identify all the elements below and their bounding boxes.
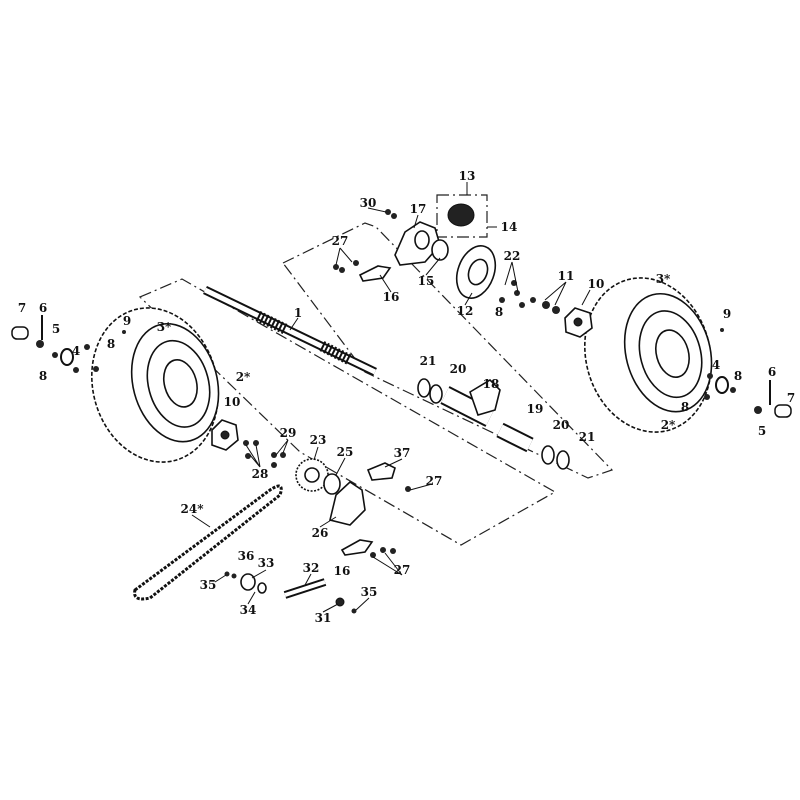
callout-21: 21 bbox=[579, 430, 596, 444]
callout-36: 36 bbox=[238, 549, 255, 563]
callout-27: 27 bbox=[332, 234, 349, 248]
callout-32: 32 bbox=[303, 561, 320, 575]
callout-26: 26 bbox=[312, 526, 329, 540]
axle-housing bbox=[440, 378, 534, 453]
callout-5: 5 bbox=[52, 322, 60, 336]
drive-chain bbox=[133, 484, 283, 601]
callout-24: 24* bbox=[181, 502, 205, 516]
callout-20: 20 bbox=[450, 362, 467, 376]
callout-9: 9 bbox=[723, 307, 731, 321]
callout-27: 27 bbox=[426, 474, 443, 488]
sprocket-hub bbox=[323, 473, 341, 495]
callout-7: 7 bbox=[787, 391, 795, 405]
brake-hub bbox=[431, 239, 449, 261]
left-tire bbox=[91, 307, 220, 463]
callout-12: 12 bbox=[457, 304, 474, 318]
callout-22: 22 bbox=[504, 249, 521, 263]
chain-guide-bracket bbox=[329, 480, 366, 526]
callout-16: 16 bbox=[383, 290, 400, 304]
callout-10: 10 bbox=[588, 277, 605, 291]
rear-axle bbox=[203, 285, 377, 377]
callout-13: 13 bbox=[459, 169, 476, 183]
callout-29: 29 bbox=[280, 426, 297, 440]
callout-25: 25 bbox=[337, 445, 354, 459]
callout-14: 14 bbox=[501, 220, 518, 234]
leader-lines bbox=[191, 182, 591, 613]
tensioner-roller bbox=[240, 573, 256, 591]
callout-8: 8 bbox=[107, 337, 115, 351]
callout-1: 1 bbox=[294, 306, 302, 320]
callout-35: 35 bbox=[200, 578, 217, 592]
callout-20: 20 bbox=[553, 418, 570, 432]
callout-35: 35 bbox=[361, 585, 378, 599]
callout-10: 10 bbox=[224, 395, 241, 409]
callout-9: 9 bbox=[123, 314, 131, 328]
callout-8: 8 bbox=[495, 305, 503, 319]
callout-6: 6 bbox=[768, 365, 776, 379]
callout-30: 30 bbox=[360, 196, 377, 210]
callout-8: 8 bbox=[681, 400, 689, 414]
callout-8: 8 bbox=[734, 369, 742, 383]
lower-guard-plate bbox=[340, 539, 374, 556]
callout-11: 11 bbox=[558, 269, 575, 283]
callout-19: 19 bbox=[527, 402, 544, 416]
callout-3: 3* bbox=[157, 320, 172, 334]
callout-18: 18 bbox=[483, 377, 500, 391]
callout-17: 17 bbox=[410, 202, 427, 216]
callout-8: 8 bbox=[39, 369, 47, 383]
fasteners bbox=[11, 209, 792, 614]
callout-7: 7 bbox=[18, 301, 26, 315]
callout-37: 37 bbox=[394, 446, 411, 460]
callout-6: 6 bbox=[39, 301, 47, 315]
callout-5: 5 bbox=[758, 424, 766, 438]
callout-28: 28 bbox=[252, 467, 269, 481]
callout-15: 15 bbox=[418, 274, 435, 288]
caliper-outline bbox=[436, 194, 488, 238]
callout-16: 16 bbox=[334, 564, 351, 578]
upper-guard-plate bbox=[358, 265, 392, 282]
callout-33: 33 bbox=[258, 556, 275, 570]
callout-34: 34 bbox=[240, 603, 257, 617]
callout-3: 3* bbox=[656, 272, 671, 286]
callout-4: 4 bbox=[712, 358, 720, 372]
callout-2: 2* bbox=[661, 418, 676, 432]
right-tire bbox=[584, 277, 713, 433]
callout-2: 2* bbox=[236, 370, 251, 384]
callout-21: 21 bbox=[420, 354, 437, 368]
guard-plate bbox=[366, 462, 396, 481]
callout-23: 23 bbox=[310, 433, 327, 447]
brake-caliper bbox=[447, 203, 475, 227]
callout-4: 4 bbox=[72, 344, 80, 358]
callout-31: 31 bbox=[315, 611, 332, 625]
callout-27: 27 bbox=[394, 563, 411, 577]
bearings bbox=[417, 378, 570, 470]
lower-assembly-outline bbox=[138, 278, 557, 546]
callout-labels: 1 2* 2* 3* 3* 4 4 5 5 6 6 7 7 8 8 8 8 8 … bbox=[18, 169, 795, 625]
